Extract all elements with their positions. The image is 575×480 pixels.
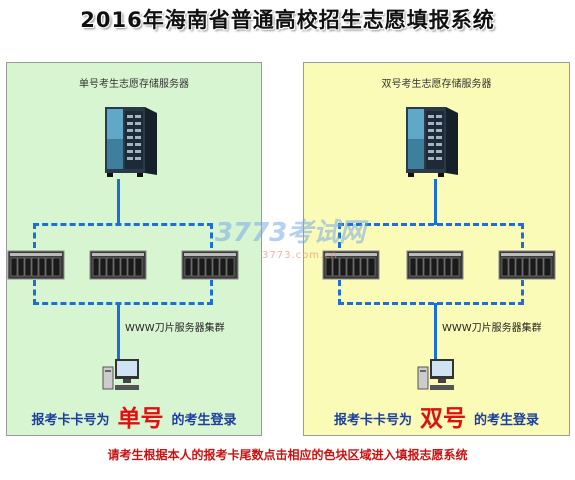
even-number-login-area[interactable]: 双号考生志愿存储服务器 WWW刀片服务器集群 报考卡卡号为双号的考生登录	[303, 62, 570, 436]
desktop-computer-icon	[416, 357, 456, 393]
network-line	[117, 303, 120, 361]
tower-server-icon	[404, 103, 460, 179]
login-suffix: 的考生登录	[171, 413, 237, 428]
odd-login-text[interactable]: 报考卡卡号为单号的考生登录	[7, 399, 261, 433]
blade-server-icon	[406, 249, 464, 281]
network-line	[434, 179, 437, 225]
odd-number-label[interactable]: 单号	[117, 406, 164, 432]
tower-server-icon	[103, 103, 159, 179]
cluster-label: WWW刀片服务器集群	[125, 323, 225, 334]
even-login-text[interactable]: 报考卡卡号为双号的考生登录	[304, 399, 569, 433]
network-line	[434, 303, 437, 361]
instruction-text: 请考生根据本人的报考卡尾数点击相应的色块区域进入填报志愿系统	[107, 448, 468, 462]
even-number-label[interactable]: 双号	[420, 406, 466, 432]
network-line	[117, 179, 120, 225]
login-suffix: 的考生登录	[474, 413, 540, 428]
blade-server-icon	[498, 249, 556, 281]
login-prefix: 报考卡卡号为	[31, 413, 110, 428]
cluster-label: WWW刀片服务器集群	[442, 323, 542, 334]
odd-panel-heading: 单号考生志愿存储服务器	[79, 79, 189, 90]
watermark-url: 3773.com.cn	[262, 250, 338, 261]
blade-server-icon	[89, 249, 147, 281]
login-prefix: 报考卡卡号为	[333, 413, 412, 428]
page-title: 2016年海南省普通高校招生志愿填报系统	[80, 8, 495, 32]
desktop-computer-icon	[101, 357, 141, 393]
even-panel-heading: 双号考生志愿存储服务器	[381, 79, 492, 90]
watermark-logo: 3773考试网	[214, 218, 366, 248]
odd-number-login-area[interactable]: 单号考生志愿存储服务器 WWW刀片服务器集群 报考卡卡号为单号的考生登录	[6, 62, 262, 436]
blade-server-icon	[7, 249, 65, 281]
